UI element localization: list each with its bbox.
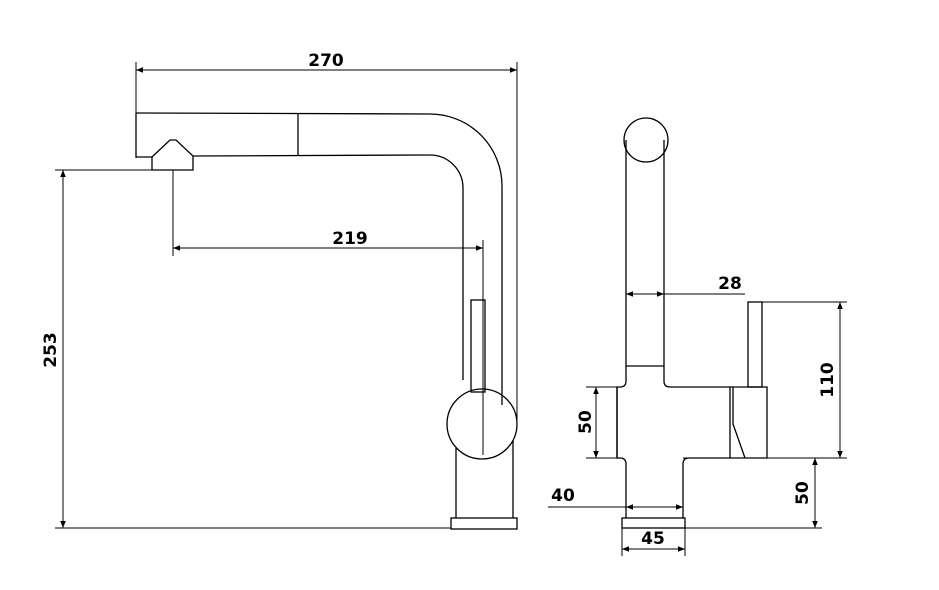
side-body-left — [616, 140, 627, 518]
front-view: 270 253 219 — [41, 51, 518, 530]
spray-head — [151, 139, 194, 171]
handle-lever — [470, 299, 486, 393]
side-body-right — [682, 457, 730, 518]
handle-lever-side — [747, 301, 763, 388]
spout-end — [135, 113, 152, 158]
dimension-label-253: 253 — [41, 332, 61, 368]
dimension-label-50-base: 50 — [793, 481, 813, 505]
dimension-label-28: 28 — [718, 274, 742, 294]
spout-bend — [623, 117, 669, 163]
base-plate-side — [621, 517, 686, 529]
side-body-top — [663, 140, 730, 388]
dimension-label-270: 270 — [308, 51, 344, 71]
dimension-label-219: 219 — [332, 229, 368, 249]
body-column — [455, 440, 514, 518]
spout-outer — [135, 112, 503, 405]
dimension-label-110: 110 — [818, 362, 838, 398]
dimension-label-45: 45 — [641, 529, 665, 549]
handle-block — [729, 386, 768, 459]
base-plate — [450, 517, 518, 530]
mixer-body — [446, 388, 518, 460]
dimension-label-40: 40 — [551, 486, 575, 506]
side-view: 28 110 50 50 40 45 — [548, 117, 847, 556]
dimension-label-50-body: 50 — [576, 410, 596, 434]
spout-inner — [192, 154, 464, 380]
